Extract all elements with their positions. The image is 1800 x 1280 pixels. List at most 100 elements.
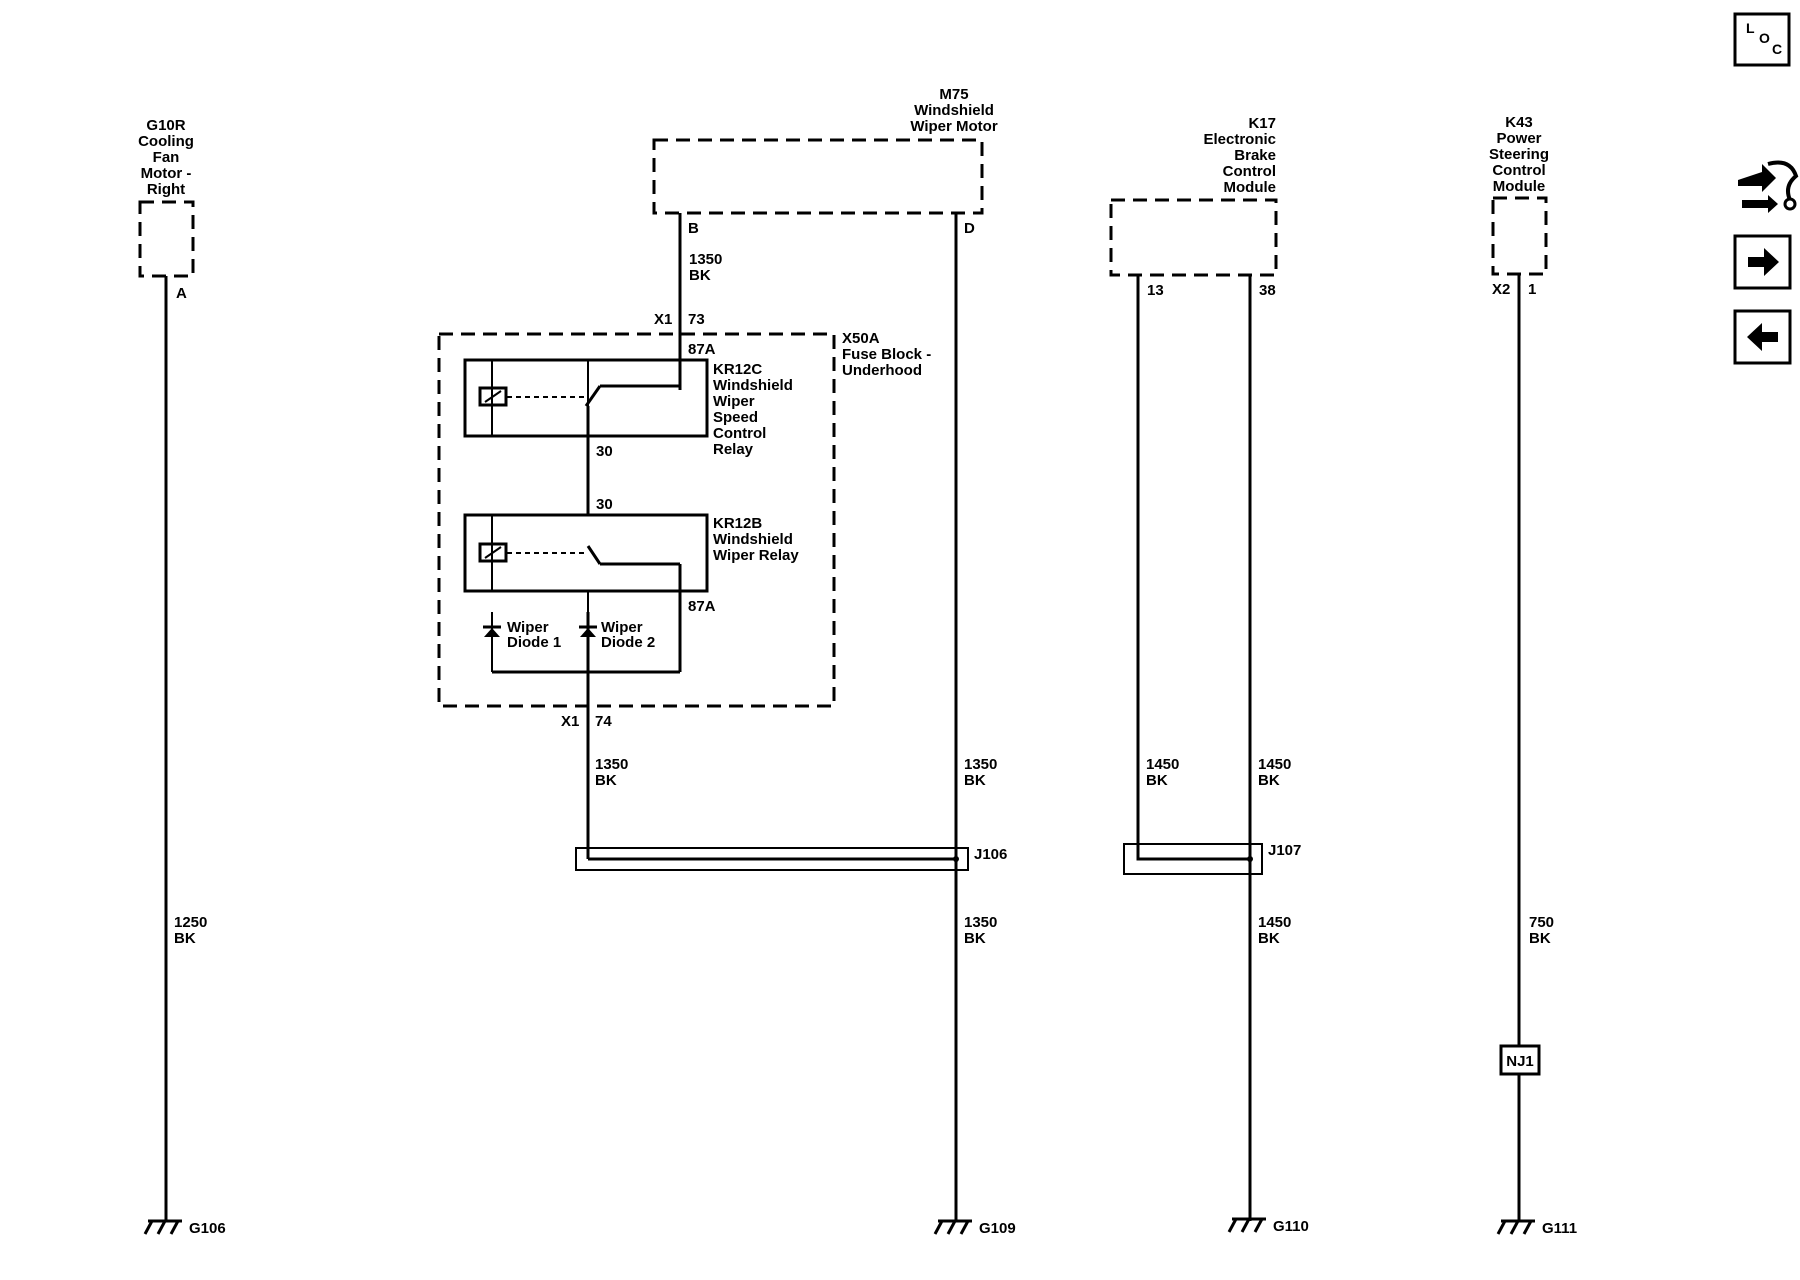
g109-ground-tick-2: [946, 1220, 957, 1235]
x50a-label-2: Fuse Block -: [842, 346, 931, 363]
diode1-label-1: Wiper: [507, 619, 549, 636]
g10r-wire-gauge: 1250: [174, 914, 207, 931]
m75-b-wire-gauge: 1350: [689, 251, 722, 268]
j107-node: [1247, 856, 1253, 862]
g111-label: G111: [1542, 1220, 1577, 1237]
g10r-wire-color: BK: [174, 930, 196, 947]
kr12c-label-3: Wiper: [713, 393, 755, 410]
x50a-label-1: X50A: [842, 330, 880, 347]
k17-label-4: Control: [1223, 163, 1276, 180]
m75-pin-b: B: [688, 220, 699, 237]
x50a-conn-top: X1: [654, 311, 672, 328]
x50a-out-wire-gauge: 1350: [595, 756, 628, 773]
g110-ground-tick-1: [1227, 1218, 1238, 1233]
next-page-button[interactable]: [1733, 234, 1792, 290]
kr12c-label-1: KR12C: [713, 361, 762, 378]
kr12c-pin-30: 30: [596, 443, 613, 460]
kr12c-coil-icon: [478, 386, 508, 407]
x50a-label-3: Underhood: [842, 362, 922, 379]
nj1-box: [1499, 1044, 1541, 1076]
g110-ground-tick-2: [1240, 1218, 1251, 1233]
kr12c-label-4: Speed: [713, 409, 758, 426]
j106-box: [575, 847, 969, 871]
kr12c-label-6: Relay: [713, 441, 754, 458]
x50a-conn-bottom: X1: [561, 713, 579, 730]
m75-label-1: M75: [939, 86, 968, 103]
g111-ground-tick-2: [1509, 1220, 1520, 1235]
k17-38-upper-color: BK: [1258, 772, 1280, 789]
k17-component: K17 Electronic Brake Control Module 13 3…: [1109, 115, 1278, 299]
g10r-box: [138, 200, 195, 278]
g109-ground-tick-1: [933, 1220, 944, 1235]
g109-label: G109: [979, 1220, 1016, 1237]
nj1-label: NJ1: [1506, 1053, 1534, 1070]
k43-label-5: Module: [1493, 178, 1546, 195]
k43-label-1: K43: [1505, 114, 1533, 131]
k17-label-5: Module: [1224, 179, 1277, 196]
j106-splice: J106: [575, 846, 1007, 871]
k17-13-wire-color: BK: [1146, 772, 1168, 789]
g106-ground-tick-2: [156, 1220, 167, 1235]
k43-component: K43 Power Steering Control Module X2 1: [1489, 114, 1549, 298]
k43-wire-gauge: 750: [1529, 914, 1554, 931]
k43-label-4: Control: [1492, 162, 1545, 179]
loc-button[interactable]: L O C: [1733, 12, 1791, 67]
g10r-label-3: Fan: [153, 149, 180, 166]
diode2-label-2: Diode 2: [601, 634, 655, 651]
k17-38-lower-gauge: 1450: [1258, 914, 1291, 931]
j107-box: [1123, 843, 1263, 875]
k17-label-3: Brake: [1234, 147, 1276, 164]
kr12c-box: [463, 358, 709, 438]
j107-bus: [1136, 857, 1250, 861]
m75-d-upper-color: BK: [964, 772, 986, 789]
g109-ground-tick-3: [959, 1220, 970, 1235]
kr12c-label-2: Windshield: [713, 377, 793, 394]
k17-pin-38: 38: [1259, 282, 1276, 299]
j107-splice: J107: [1123, 842, 1301, 875]
k43-box: [1491, 196, 1548, 276]
kr12b-label-3: Wiper Relay: [713, 547, 799, 564]
kr12b-coil-icon: [478, 542, 508, 563]
m75-component: M75 Windshield Wiper Motor B D: [652, 86, 998, 237]
m75-d-lower-color: BK: [964, 930, 986, 947]
g10r-label-5: Right: [147, 181, 185, 198]
j106-label: J106: [974, 846, 1007, 863]
g10r-pin-a: A: [176, 285, 187, 302]
g10r-component: G10R Cooling Fan Motor - Right A: [138, 117, 195, 302]
kr12b-label-1: KR12B: [713, 515, 762, 532]
loc-letter-o: O: [1759, 30, 1770, 46]
m75-d-upper-gauge: 1350: [964, 756, 997, 773]
k43-pin-1: 1: [1528, 281, 1536, 298]
arrow-left-icon: [1747, 323, 1778, 351]
k17-box: [1109, 198, 1278, 277]
k17-label-2: Electronic: [1203, 131, 1276, 148]
g111-ground-tick-3: [1522, 1220, 1533, 1235]
k43-connector-x2: X2: [1492, 281, 1510, 298]
connector-wrench-icon: [1738, 160, 1799, 213]
ground-g111: G111: [1496, 1219, 1577, 1237]
diode2-label-1: Wiper: [601, 619, 643, 636]
kr12c-relay: 87A 30 KR12C Windshield Wiper Speed Cont…: [463, 341, 793, 515]
kr12c-label-5: Control: [713, 425, 766, 442]
kr12b-box: [463, 513, 709, 593]
kr12b-pin-87a: 87A: [688, 598, 716, 615]
previous-page-button[interactable]: [1733, 309, 1792, 365]
connector-wrench-button[interactable]: [1738, 160, 1799, 214]
k43-wire-color: BK: [1529, 930, 1551, 947]
kr12b-switch-arm: [586, 545, 602, 565]
kr12c-switch-arm: [584, 385, 602, 407]
m75-pin-d: D: [964, 220, 975, 237]
k17-13-wire-gauge: 1450: [1146, 756, 1179, 773]
loc-letter-l: L: [1746, 20, 1755, 36]
kr12c-pin-87a: 87A: [688, 341, 716, 358]
loc-icon: [1733, 12, 1791, 67]
x50a-out-wire-color: BK: [595, 772, 617, 789]
diode1-icon: [484, 628, 500, 637]
k43-label-3: Steering: [1489, 146, 1549, 163]
g110-ground-tick-3: [1253, 1218, 1264, 1233]
m75-d-lower-gauge: 1350: [964, 914, 997, 931]
diode1-label-2: Diode 1: [507, 634, 561, 651]
m75-label-2: Windshield: [914, 102, 994, 119]
k43-label-2: Power: [1496, 130, 1541, 147]
